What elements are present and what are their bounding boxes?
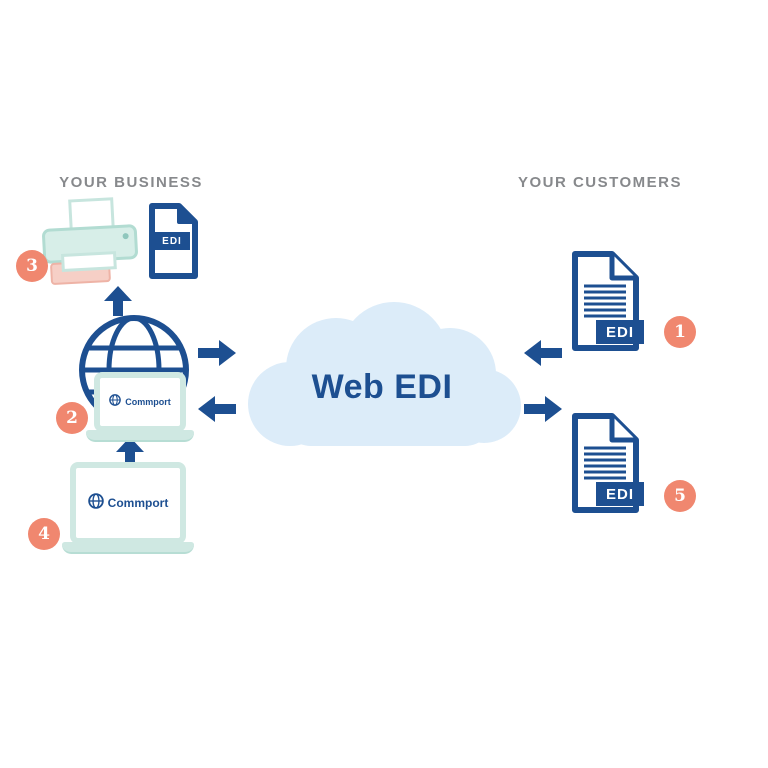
arrow-left-into-cloud-icon (524, 340, 562, 371)
step-badge-2: 2 (56, 402, 88, 434)
step-badge-4: 4 (28, 518, 60, 550)
arrow-up-to-printer-icon (104, 286, 132, 321)
edi-document-5-icon: EDI (566, 412, 646, 514)
printout-edi-document-icon: EDI (142, 202, 202, 280)
edi-document-1-icon: EDI (566, 250, 646, 352)
arrow-left-from-cloud-icon (198, 396, 236, 427)
laptop-base (86, 430, 194, 442)
step-badge-1: 1 (664, 316, 696, 348)
laptop-brand-label: Commport (107, 496, 169, 510)
laptop-base (62, 542, 194, 554)
edi-label: EDI (596, 320, 644, 344)
laptop-screen: Commport (94, 372, 186, 432)
cloud-icon (248, 302, 521, 446)
laptop-webedi: Commport (86, 372, 194, 442)
laptop-screen: Commport (70, 462, 186, 544)
web-edi-cloud: Web EDI (230, 296, 534, 458)
commport-logo-icon (87, 492, 104, 514)
edi-label: EDI (154, 232, 190, 250)
arrow-right-from-cloud-icon (524, 396, 562, 427)
step-badge-5: 5 (664, 480, 696, 512)
printer-icon (36, 195, 145, 292)
laptop-brand-label: Commport (125, 397, 171, 407)
step-badge-3: 3 (16, 250, 48, 282)
edi-label: EDI (596, 482, 644, 506)
arrow-right-into-cloud-icon (198, 340, 236, 371)
your-customers-heading: YOUR CUSTOMERS (517, 174, 683, 191)
arrow-up-to-webedi-laptop-icon (116, 437, 144, 472)
laptop-business: Commport (62, 462, 194, 554)
commport-logo-icon (109, 393, 122, 411)
cloud-title: Web EDI (311, 368, 453, 406)
your-business-heading: YOUR BUSINESS (59, 174, 203, 191)
